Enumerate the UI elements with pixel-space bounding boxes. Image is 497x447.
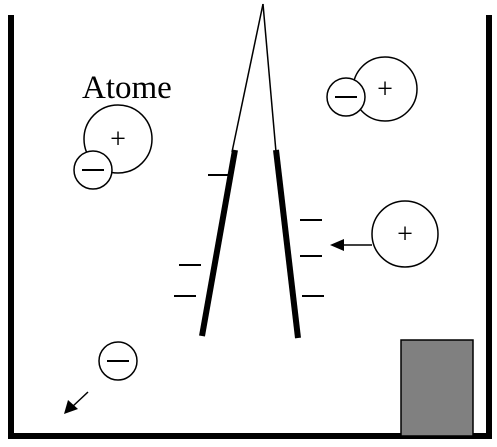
atom-label: Atome bbox=[82, 70, 172, 106]
left-thread bbox=[231, 3, 264, 153]
electroscope bbox=[199, 3, 301, 339]
right-leaf bbox=[273, 149, 301, 339]
left-leaf bbox=[199, 149, 238, 337]
atom-left: + bbox=[73, 104, 153, 190]
positive-ion-arrow-head bbox=[330, 239, 344, 251]
free-electron bbox=[64, 341, 138, 414]
positive-ion: + bbox=[330, 200, 439, 268]
source-box bbox=[400, 339, 474, 437]
free-electron-arrow-head bbox=[64, 400, 78, 414]
atom-right-plus: + bbox=[377, 74, 393, 105]
atom-left-plus: + bbox=[110, 124, 126, 155]
positive-ion-circle bbox=[371, 200, 439, 268]
right-thread bbox=[262, 3, 277, 153]
free-electron-arrow-shaft bbox=[71, 391, 89, 408]
positive-ion-plus: + bbox=[397, 219, 413, 250]
atom-right: + bbox=[326, 56, 418, 122]
leaf-charges bbox=[174, 174, 324, 297]
